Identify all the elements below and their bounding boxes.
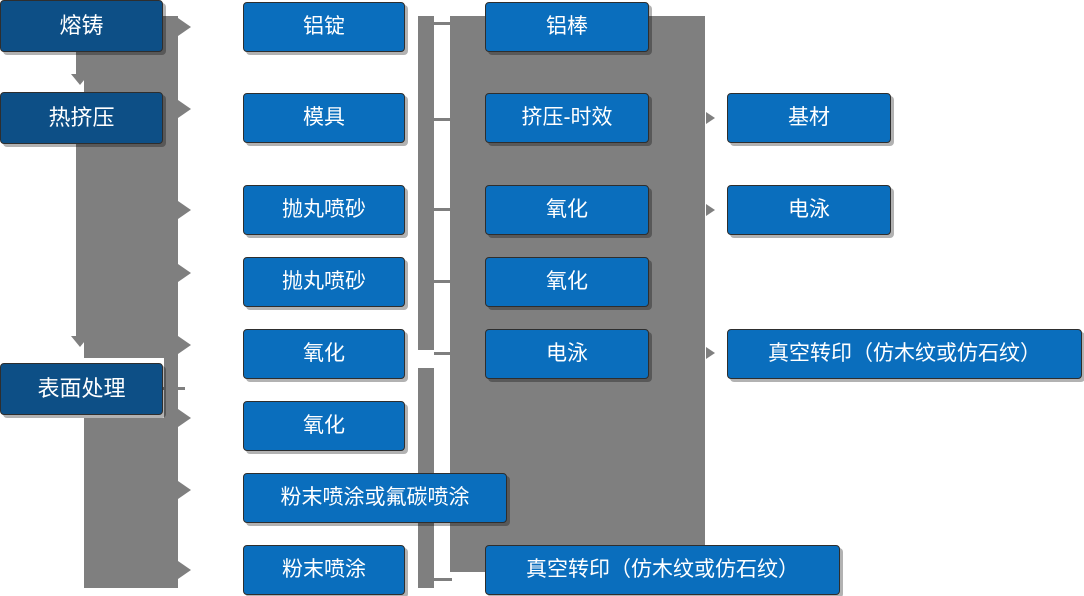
process-label-bar: 铝棒 [546,15,588,39]
stage-spine-connector [76,44,84,78]
fanout-arrow-2 [178,100,191,118]
stage-label-surface: 表面处理 [37,375,126,401]
process-label-vacuum: 真空转印（仿木纹或仿石纹） [526,558,799,582]
material-label-powder: 粉末喷涂 [282,558,366,582]
output-box-vacuum[interactable]: 真空转印（仿木纹或仿石纹） [727,329,1082,379]
fanout-arrow-8 [178,561,191,579]
stage-spine-arrow-extrusion [71,74,89,85]
output-box-substrate[interactable]: 基材 [727,93,891,143]
material-label-powder-fluoro: 粉末喷涂或氟碳喷涂 [280,486,470,510]
process-label-extrude-age: 挤压-时效 [521,106,613,130]
material-box-oxidation-1[interactable]: 氧化 [243,329,405,379]
rail-tie-3 [434,208,452,211]
surface-stage-stub [163,387,185,390]
stage-spine-arrow-surface [71,336,89,347]
material-box-shotblast-1[interactable]: 抛丸喷砂 [243,185,405,235]
rail-tie-4 [434,280,452,283]
output-arrow-substrate [706,112,715,124]
fanout-arrow-1 [178,18,191,36]
rail-tie-5 [434,352,452,355]
process-box-bar[interactable]: 铝棒 [485,2,649,52]
output-arrow-vacuum [706,347,715,359]
output-box-electro[interactable]: 电泳 [727,185,891,235]
output-label-electro: 电泳 [788,198,830,222]
process-box-electro[interactable]: 电泳 [485,329,649,379]
output-arrow-electro [706,204,715,216]
process-label-electro: 电泳 [546,342,588,366]
material-label-shotblast-1: 抛丸喷砂 [282,198,366,222]
material-box-powder-fluoro[interactable]: 粉末喷涂或氟碳喷涂 [243,473,507,523]
output-label-vacuum: 真空转印（仿木纹或仿石纹） [768,342,1041,366]
process-box-vacuum[interactable]: 真空转印（仿木纹或仿石纹） [485,545,840,595]
rail-tie-6 [434,578,452,581]
material-box-die[interactable]: 模具 [243,93,405,143]
material-label-oxidation-2: 氧化 [303,414,345,438]
stage-label-extrusion: 热挤压 [48,104,115,130]
fanout-arrow-4 [178,264,191,282]
material-box-ingot[interactable]: 铝锭 [243,2,405,52]
fanout-arrow-7 [178,481,191,499]
material-label-ingot: 铝锭 [303,15,345,39]
fanout-arrow-5 [178,336,191,354]
process-label-oxidation-1: 氧化 [546,198,588,222]
rail-tie-1 [434,22,452,25]
output-label-substrate: 基材 [788,106,830,130]
stage-spine-connector-lower [76,140,84,340]
process-box-oxidation-2[interactable]: 氧化 [485,257,649,307]
material-box-oxidation-2[interactable]: 氧化 [243,401,405,451]
fanout-arrow-6 [178,409,191,427]
process-box-extrude-age[interactable]: 挤压-时效 [485,93,649,143]
rail-tie-2 [434,118,452,121]
stage-label-casting: 熔铸 [59,12,104,38]
material-box-powder[interactable]: 粉末喷涂 [243,545,405,595]
stage-box-surface[interactable]: 表面处理 [0,363,163,415]
process-box-oxidation-1[interactable]: 氧化 [485,185,649,235]
fanout-arrow-3 [178,201,191,219]
stage-box-extrusion[interactable]: 热挤压 [0,92,163,144]
process-label-oxidation-2: 氧化 [546,270,588,294]
material-box-shotblast-2[interactable]: 抛丸喷砂 [243,257,405,307]
material-label-die: 模具 [303,106,345,130]
stage-box-casting[interactable]: 熔铸 [0,0,163,52]
material-label-shotblast-2: 抛丸喷砂 [282,270,366,294]
material-label-oxidation-1: 氧化 [303,342,345,366]
mid-rail-upper [418,16,434,350]
